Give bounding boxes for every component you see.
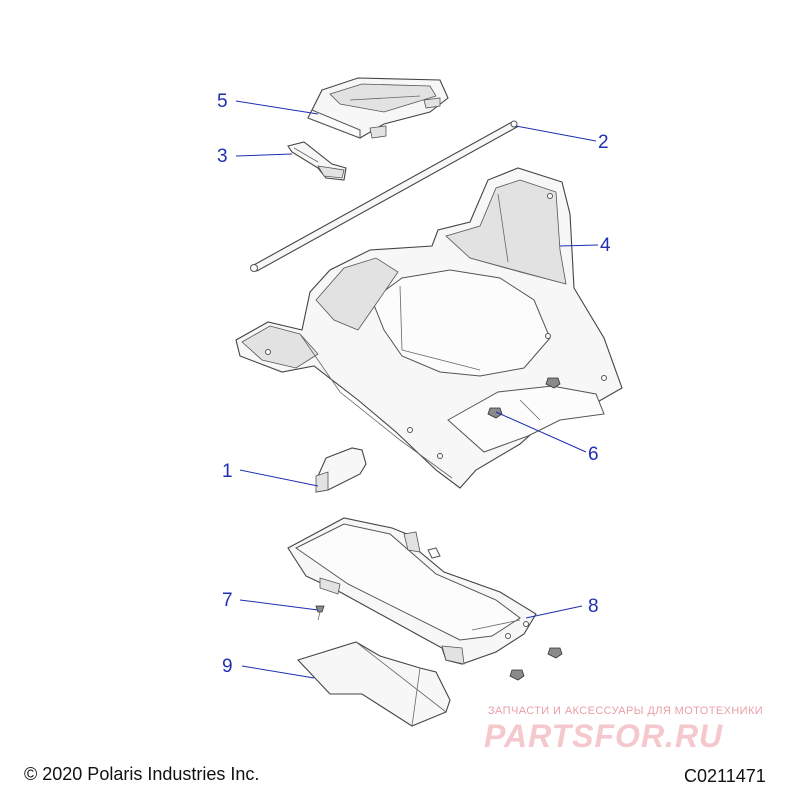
part-6-fastener — [487, 377, 561, 419]
leader-9 — [241, 665, 315, 679]
callout-leaders — [235, 100, 599, 679]
leader-8 — [525, 605, 583, 619]
callout-7: 7 — [222, 590, 233, 611]
callout-5: 5 — [217, 91, 228, 112]
part-2-rod — [250, 120, 518, 272]
leader-6 — [495, 411, 587, 453]
leader-3 — [235, 153, 293, 157]
leader-1 — [239, 469, 319, 487]
callout-3: 3 — [217, 146, 228, 167]
part-1-guard — [315, 447, 367, 493]
callout-8: 8 — [588, 596, 599, 617]
leader-2 — [515, 125, 597, 142]
part-5-bracket — [307, 77, 449, 139]
callout-1: 1 — [222, 461, 233, 482]
part-8-skid-plate — [287, 517, 537, 665]
watermark-logo: PARTSFOR.RU — [484, 718, 724, 754]
callout-2: 2 — [598, 132, 609, 153]
diagram-code: C0211471 — [684, 766, 766, 786]
callout-4: 4 — [600, 235, 611, 256]
part-9-pad — [296, 641, 451, 727]
leader-5 — [235, 100, 319, 115]
leader-4 — [559, 244, 599, 247]
watermark-tagline: ЗАПЧАСТИ И АКСЕССУАРЫ ДЛЯ МОТОТЕХНИКИ — [488, 705, 764, 717]
callout-6: 6 — [588, 444, 599, 465]
leader-7 — [239, 599, 319, 611]
part-7-screws — [315, 605, 563, 681]
callout-9: 9 — [222, 656, 233, 677]
part-4-tub — [235, 167, 623, 489]
copyright-text: © 2020 Polaris Industries Inc. — [24, 764, 260, 784]
part-3-strap — [287, 141, 347, 181]
